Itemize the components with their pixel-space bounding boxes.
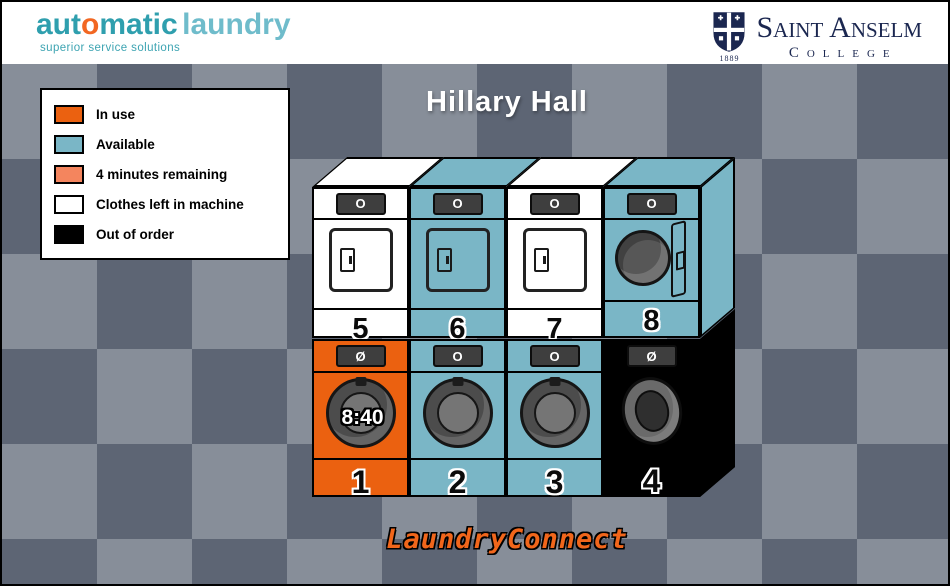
machine-control-panel: O [508, 189, 601, 220]
machine-number: 1 [314, 458, 407, 504]
machine-front: O 5 [312, 187, 409, 345]
legend-label: 4 minutes remaining [96, 166, 228, 182]
machine-number: 2 [411, 458, 504, 504]
machine-control-panel: Ø [314, 341, 407, 373]
brand-tagline: superior service solutions [40, 42, 181, 54]
machine-display: Ø [335, 345, 386, 367]
machine-front: O 6 [409, 187, 506, 345]
dryer-row: O 5 O [312, 157, 742, 345]
machine-control-panel: O [411, 341, 504, 373]
board: Hillary Hall In use Available 4 minutes … [2, 64, 948, 584]
legend-swatch-clothes-left [54, 194, 84, 214]
machine-door [522, 228, 587, 292]
college-logo: 1889 Saint Anselm College [712, 11, 922, 63]
door-latch-icon [339, 248, 355, 272]
door-handle-icon [355, 377, 366, 386]
machine-control-panel: O [314, 189, 407, 220]
door-window [339, 392, 382, 434]
legend: In use Available 4 minutes remaining Clo… [40, 88, 290, 260]
machine-door-area: 8:40 [314, 377, 407, 458]
legend-item-4-minutes: 4 minutes remaining [54, 159, 276, 189]
door-handle-icon [452, 377, 463, 386]
brand-wordmark: automatic laundry [36, 10, 291, 40]
door-window [533, 392, 576, 434]
machine-display: Ø [626, 345, 677, 367]
machine-front: O 7 [506, 187, 603, 345]
machine-display: O [529, 345, 580, 367]
machine-number: 8 [605, 300, 698, 340]
machine-number: 6 [411, 308, 504, 348]
machine-number: 3 [508, 458, 601, 504]
app-name: LaundryConnect [386, 524, 628, 555]
machine-control-panel: O [605, 189, 698, 220]
legend-item-clothes-left: Clothes left in machine [54, 189, 276, 219]
machine-door-area [605, 371, 698, 457]
legend-label: In use [96, 106, 136, 122]
college-shield: 1889 [712, 11, 746, 63]
machine-door-area [508, 377, 601, 458]
machine-control-panel: O [508, 341, 601, 373]
machine-door [425, 228, 490, 292]
page-title: Hillary Hall [426, 86, 588, 118]
brand-part1: aut [36, 8, 81, 41]
legend-label: Available [96, 136, 155, 152]
machine-front: O 2 [409, 339, 506, 500]
door-latch-icon [533, 248, 549, 272]
door-handle-icon [549, 377, 560, 386]
machine-door-area [411, 228, 504, 308]
brand-logo: automatic laundry superior service solut… [36, 10, 291, 55]
machine-display: O [432, 192, 483, 215]
machine-8-side [700, 157, 735, 338]
machine-front: Ø 8:40 1 [312, 339, 409, 500]
machine-control-panel: Ø [605, 341, 698, 373]
college-subtitle: College [788, 44, 898, 61]
door-latch-icon [436, 248, 452, 272]
machine-front: O 8 [603, 187, 700, 338]
college-name: Saint Anselm [756, 10, 922, 44]
machine-door-area [605, 220, 698, 300]
legend-item-available: Available [54, 129, 276, 159]
machine-door [615, 371, 688, 451]
door-window [436, 392, 479, 434]
college-year: 1889 [719, 54, 740, 63]
legend-label: Clothes left in machine [96, 196, 244, 212]
machine-door [422, 377, 493, 448]
machine-number: 7 [508, 308, 601, 348]
machine-front: O 3 [506, 339, 603, 500]
college-text: Saint Anselm College [756, 10, 922, 62]
washer-row: Ø 8:40 1 O [312, 309, 742, 500]
machine-door [328, 228, 393, 292]
machine-door-area [508, 228, 601, 308]
machine-control-panel: O [411, 189, 504, 220]
machine-display: O [529, 192, 580, 215]
door-window [630, 386, 673, 436]
machine-number: 5 [314, 308, 407, 348]
machine-door [325, 377, 396, 448]
machine-4-side [700, 309, 735, 497]
machine-door-area [314, 228, 407, 308]
machine-number: 4 [605, 457, 698, 503]
header: automatic laundry superior service solut… [2, 2, 948, 64]
timer-label: 8:40 [341, 406, 384, 429]
legend-swatch-4-minutes [54, 164, 84, 184]
machine-display: O [432, 345, 483, 367]
brand-part2: matic [99, 8, 178, 41]
legend-swatch-in-use [54, 104, 84, 124]
legend-swatch-out-of-order [54, 224, 84, 244]
dryer-drum [615, 230, 671, 286]
legend-swatch-available [54, 134, 84, 154]
shield-icon [713, 12, 746, 52]
machine-door-area [411, 377, 504, 458]
open-door-flap [671, 220, 686, 298]
legend-item-in-use: In use [54, 99, 276, 129]
legend-label: Out of order [96, 226, 174, 242]
machine-door [519, 377, 590, 448]
machine-front: Ø 4 [603, 339, 700, 499]
machine-display: O [335, 192, 386, 215]
machine-display: O [626, 192, 677, 215]
legend-item-out-of-order: Out of order [54, 219, 276, 249]
brand-word2: laundry [182, 8, 291, 41]
brand-accent-letter: o [81, 8, 100, 41]
